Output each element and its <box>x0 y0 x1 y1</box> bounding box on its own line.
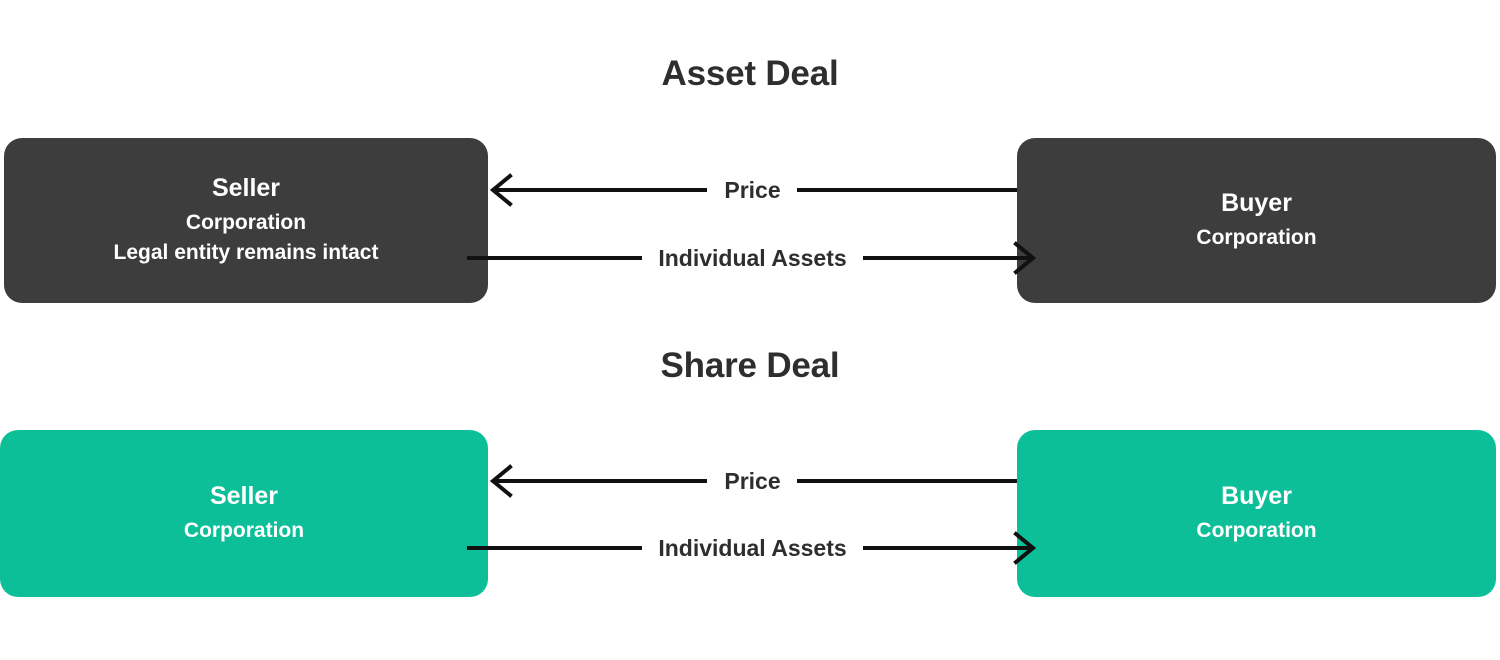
share-deal-buyer-line-1: Corporation <box>1196 519 1317 543</box>
asset-deal-seller-line-2: Legal entity remains intact <box>113 241 379 265</box>
asset-deal-buyer-box: Buyer Corporation <box>1017 138 1496 303</box>
share-deal-flow-price-label: Price <box>724 467 781 494</box>
arrow-tail-line-icon <box>796 479 1017 483</box>
asset-deal-buyer-line-1: Corporation <box>1196 226 1317 250</box>
share-deal-seller-name: Seller <box>209 481 279 510</box>
share-deal-flow-price: Price <box>488 461 1017 501</box>
share-deal-seller-line-1: Corporation <box>183 519 305 543</box>
share-deal-buyer-name: Buyer <box>1221 481 1292 510</box>
asset-deal-seller-box: Seller Corporation Legal entity remains … <box>4 138 488 303</box>
asset-deal-flow-price: Price <box>488 170 1017 210</box>
share-deal-seller-box: Seller Corporation <box>0 430 488 597</box>
arrow-right-icon <box>862 241 1036 275</box>
arrow-right-icon <box>862 531 1036 565</box>
share-deal-flow-assets-label: Individual Assets <box>658 534 847 561</box>
asset-deal-flow-price-label: Price <box>724 176 781 203</box>
asset-deal-buyer-name: Buyer <box>1221 188 1292 217</box>
section-title-share-deal: Share Deal <box>660 346 840 385</box>
section-title-asset-deal: Asset Deal <box>661 54 839 93</box>
arrow-tail-line-icon <box>467 256 643 260</box>
arrow-left-icon <box>490 173 708 207</box>
asset-deal-flow-assets: Individual Assets <box>467 238 1036 278</box>
arrow-tail-line-icon <box>467 546 643 550</box>
share-deal-flow-assets: Individual Assets <box>467 528 1036 568</box>
arrow-left-icon <box>490 464 708 498</box>
asset-deal-seller-line-1: Corporation <box>185 211 307 235</box>
asset-deal-seller-name: Seller <box>211 174 281 203</box>
asset-deal-flow-assets-label: Individual Assets <box>658 244 847 271</box>
arrow-tail-line-icon <box>796 188 1017 192</box>
share-deal-buyer-box: Buyer Corporation <box>1017 430 1496 597</box>
